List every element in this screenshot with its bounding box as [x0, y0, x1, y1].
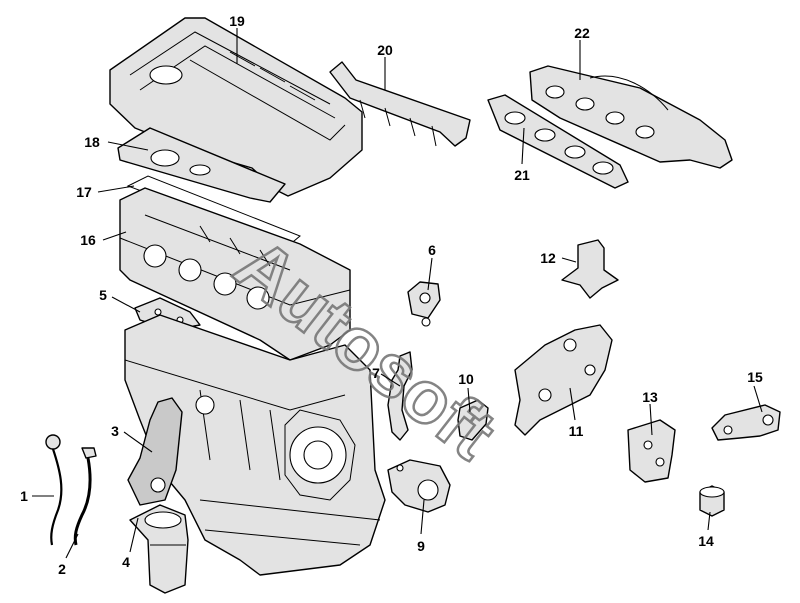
leader-17	[97, 185, 135, 193]
leader-16	[102, 231, 127, 241]
egr-valve	[561, 239, 619, 299]
cover-gasket	[117, 127, 286, 203]
temperature-sensor	[457, 399, 489, 441]
callout-13: 13	[642, 389, 658, 405]
leader-2	[65, 533, 79, 559]
dipstick	[45, 434, 63, 546]
mount-bracket	[711, 404, 781, 441]
callout-16: 16	[80, 232, 96, 248]
bushing	[699, 485, 725, 517]
callout-5: 5	[99, 287, 107, 303]
callout-7: 7	[372, 365, 380, 381]
leader-14	[707, 511, 711, 531]
callout-19: 19	[229, 13, 245, 29]
valve-cover	[109, 17, 363, 197]
sensor-6	[407, 281, 441, 327]
cylinder-head	[119, 187, 351, 361]
callout-1: 1	[20, 488, 28, 504]
callout-6: 6	[428, 242, 436, 258]
leader-7	[380, 373, 401, 387]
oil-filter-housing	[127, 397, 183, 506]
callout-14: 14	[698, 533, 714, 549]
callout-20: 20	[377, 42, 393, 58]
thermostat-housing	[514, 324, 613, 436]
exhaust-manifold	[529, 65, 733, 169]
dipstick-tube	[73, 447, 97, 546]
callout-labels: 19 18 17 16 5 3 4 1 2 20 22 21 6 12 7 10…	[20, 13, 763, 577]
leader-15	[753, 385, 763, 413]
leader-4	[129, 517, 139, 553]
callout-22: 22	[574, 25, 590, 41]
leader-13	[649, 403, 653, 436]
callout-3: 3	[111, 423, 119, 439]
callout-17: 17	[76, 184, 92, 200]
leader-lines	[32, 28, 763, 559]
fuel-rail	[329, 61, 471, 147]
water-pump	[387, 459, 451, 513]
callout-12: 12	[540, 250, 556, 266]
callout-18: 18	[84, 134, 100, 150]
callout-9: 9	[417, 538, 425, 554]
leader-12	[561, 257, 577, 263]
callout-11: 11	[569, 423, 584, 439]
callout-10: 10	[458, 371, 474, 387]
callout-2: 2	[58, 561, 66, 577]
callout-15: 15	[747, 369, 763, 385]
leader-5	[111, 296, 141, 313]
leader-21	[521, 127, 525, 165]
leader-3	[123, 431, 153, 453]
leader-9	[420, 499, 425, 535]
leader-10	[467, 387, 471, 413]
callout-21: 21	[514, 167, 530, 183]
coolant-hose	[387, 351, 413, 441]
leader-11	[569, 387, 576, 421]
manifold-gasket	[487, 94, 629, 189]
engine-block	[124, 314, 386, 576]
callout-4: 4	[122, 554, 130, 570]
leader-6	[427, 257, 433, 291]
leader-18	[107, 141, 149, 151]
oil-filter	[129, 504, 189, 594]
engine-mount-13	[627, 419, 676, 483]
